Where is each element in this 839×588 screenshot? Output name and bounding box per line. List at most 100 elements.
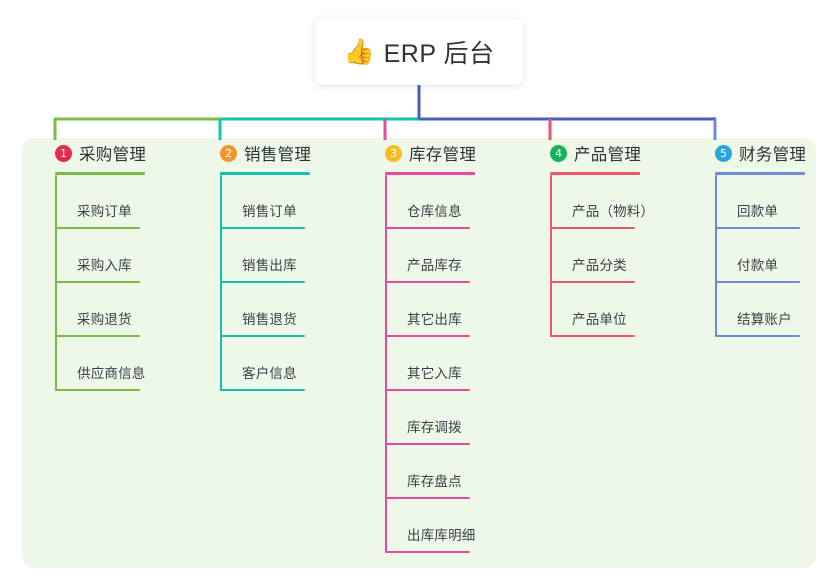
branch-badge-4: 4 <box>550 144 567 162</box>
leaf-item[interactable]: 销售订单 <box>220 175 311 229</box>
leaf-underline <box>550 227 635 229</box>
leaf-underline <box>715 227 800 229</box>
leaf-label: 产品（物料） <box>572 204 655 219</box>
leaf-item[interactable]: 结算账户 <box>715 283 806 337</box>
leaf-label: 产品库存 <box>407 258 462 273</box>
leaf-spine-4 <box>550 175 552 337</box>
leaf-label: 销售订单 <box>242 204 297 219</box>
leaf-item[interactable]: 客户信息 <box>220 337 311 391</box>
branch-column-2: 2 销售管理销售订单销售出库销售退货客户信息 <box>203 138 311 391</box>
leaf-list-2: 销售订单销售出库销售退货客户信息 <box>220 175 311 391</box>
leaf-label: 采购退货 <box>77 312 132 327</box>
branch-badge-3: 3 <box>385 144 402 162</box>
branch-underline-1 <box>55 172 145 175</box>
branch-column-1: 1 采购管理采购订单采购入库采购退货供应商信息 <box>38 138 146 391</box>
leaf-item[interactable]: 产品（物料） <box>550 175 654 229</box>
leaf-underline <box>385 281 470 283</box>
leaf-underline <box>385 227 470 229</box>
leaf-label: 库存调拨 <box>407 420 462 435</box>
leaf-label: 销售出库 <box>242 258 297 273</box>
leaf-spine-3 <box>385 175 387 553</box>
leaf-item[interactable]: 回款单 <box>715 175 806 229</box>
leaf-item[interactable]: 库存盘点 <box>385 445 476 499</box>
leaf-item[interactable]: 产品单位 <box>550 283 641 337</box>
leaf-item[interactable]: 采购入库 <box>55 229 146 283</box>
leaf-item[interactable]: 产品库存 <box>385 229 476 283</box>
branch-badge-1: 1 <box>55 144 72 162</box>
root-node[interactable]: 👍 ERP 后台 <box>315 19 523 85</box>
leaf-label: 客户信息 <box>242 366 297 381</box>
branch-underline-5 <box>715 172 805 175</box>
leaf-underline <box>385 335 470 337</box>
leaf-underline <box>385 389 470 391</box>
branch-column-5: 5 财务管理回款单付款单结算账户 <box>698 138 806 337</box>
branch-header-4[interactable]: 4 产品管理 <box>533 138 641 168</box>
branch-header-5[interactable]: 5 财务管理 <box>698 138 806 168</box>
root-title: ERP 后台 <box>383 40 495 68</box>
leaf-item[interactable]: 付款单 <box>715 229 806 283</box>
branch-column-4: 4 产品管理产品（物料） 产品分类产品单位 <box>533 138 654 337</box>
leaf-label: 结算账户 <box>737 312 792 327</box>
leaf-list-5: 回款单付款单结算账户 <box>715 175 806 337</box>
leaf-underline <box>550 335 635 337</box>
branch-underline-2 <box>220 172 310 175</box>
branch-badge-2: 2 <box>220 144 237 162</box>
branch-column-3: 3 库存管理仓库信息产品库存其它出库其它入库库存调拨库存盘点出库库明细 <box>368 138 476 553</box>
leaf-underline <box>550 281 635 283</box>
leaf-underline <box>55 281 140 283</box>
leaf-label: 产品分类 <box>572 258 627 273</box>
leaf-underline <box>220 281 305 283</box>
leaf-underline <box>220 389 305 391</box>
leaf-underline <box>715 281 800 283</box>
branch-title-5: 财务管理 <box>739 146 807 164</box>
leaf-item[interactable]: 其它出库 <box>385 283 476 337</box>
leaf-label: 供应商信息 <box>77 366 146 381</box>
leaf-label: 采购入库 <box>77 258 132 273</box>
leaf-underline <box>715 335 800 337</box>
leaf-item[interactable]: 采购退货 <box>55 283 146 337</box>
branch-badge-5: 5 <box>715 144 732 162</box>
leaf-list-1: 采购订单采购入库采购退货供应商信息 <box>55 175 146 391</box>
leaf-label: 其它出库 <box>407 312 462 327</box>
leaf-list-4: 产品（物料） 产品分类产品单位 <box>550 175 654 337</box>
leaf-spine-2 <box>220 175 222 391</box>
leaf-item[interactable]: 采购订单 <box>55 175 146 229</box>
leaf-label: 出库库明细 <box>407 528 476 543</box>
leaf-item[interactable]: 销售退货 <box>220 283 311 337</box>
leaf-item[interactable]: 出库库明细 <box>385 499 476 553</box>
leaf-underline <box>55 389 140 391</box>
branch-underline-3 <box>385 172 475 175</box>
leaf-label: 付款单 <box>737 258 779 273</box>
leaf-item[interactable]: 库存调拨 <box>385 391 476 445</box>
leaf-item[interactable]: 其它入库 <box>385 337 476 391</box>
leaf-underline <box>55 335 140 337</box>
branch-title-4: 产品管理 <box>574 146 642 164</box>
branch-title-1: 采购管理 <box>79 146 147 164</box>
leaf-underline <box>385 551 470 553</box>
leaf-underline <box>55 227 140 229</box>
leaf-item[interactable]: 产品分类 <box>550 229 641 283</box>
branch-title-3: 库存管理 <box>409 146 477 164</box>
diagram-panel <box>22 138 816 568</box>
leaf-label: 销售退货 <box>242 312 297 327</box>
branch-header-3[interactable]: 3 库存管理 <box>368 138 476 168</box>
leaf-underline <box>220 335 305 337</box>
leaf-item[interactable]: 供应商信息 <box>55 337 146 391</box>
leaf-item[interactable]: 销售出库 <box>220 229 311 283</box>
leaf-underline <box>385 443 470 445</box>
branch-underline-4 <box>550 172 640 175</box>
branch-header-2[interactable]: 2 销售管理 <box>203 138 311 168</box>
leaf-spine-5 <box>715 175 717 337</box>
leaf-spine-1 <box>55 175 57 391</box>
leaf-label: 采购订单 <box>77 204 132 219</box>
leaf-label: 仓库信息 <box>407 204 462 219</box>
leaf-underline <box>385 497 470 499</box>
branch-header-1[interactable]: 1 采购管理 <box>38 138 146 168</box>
leaf-label: 其它入库 <box>407 366 462 381</box>
branch-title-2: 销售管理 <box>244 146 312 164</box>
leaf-label: 回款单 <box>737 204 779 219</box>
leaf-item[interactable]: 仓库信息 <box>385 175 476 229</box>
leaf-label: 产品单位 <box>572 312 627 327</box>
leaf-underline <box>220 227 305 229</box>
